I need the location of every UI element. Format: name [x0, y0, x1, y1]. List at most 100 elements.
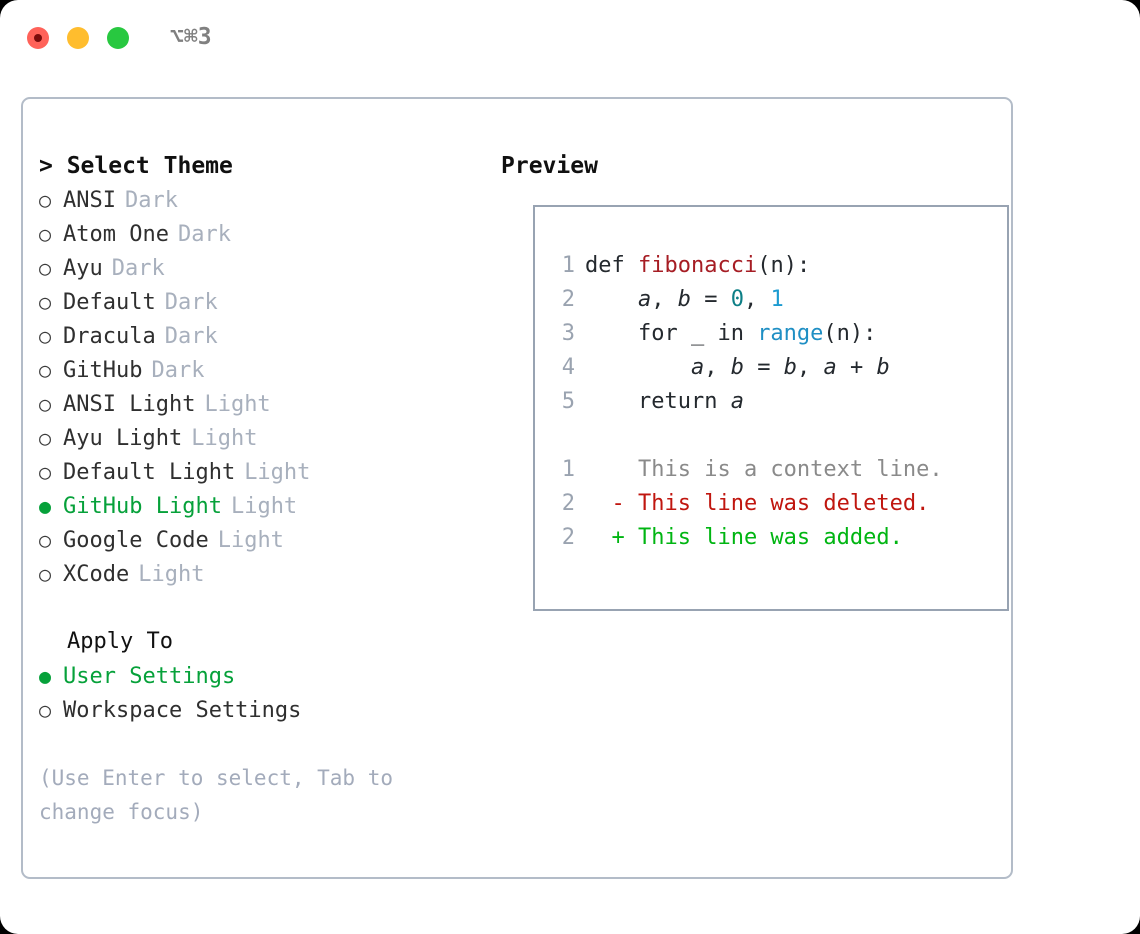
- theme-variant: Light: [230, 494, 298, 519]
- diff-text: This is a context line.: [585, 457, 943, 482]
- line-number: 2: [561, 287, 575, 312]
- radio-selected-icon: ●: [39, 494, 52, 518]
- code-line: 5 return a: [535, 385, 1007, 419]
- apply-to-heading: Apply To: [67, 629, 173, 654]
- theme-variant: Dark: [164, 324, 218, 349]
- line-number: 4: [561, 355, 575, 380]
- theme-variant: Dark: [177, 222, 231, 247]
- theme-variant: Light: [217, 528, 284, 553]
- code-token: [585, 287, 638, 312]
- code-token: b: [876, 355, 890, 380]
- code-token: ,: [704, 355, 731, 380]
- select-theme-heading: > Select Theme: [39, 153, 233, 179]
- code-token: 1: [770, 287, 784, 312]
- theme-option-dracula[interactable]: ○ Dracula Dark: [39, 319, 479, 353]
- code-token: =: [690, 287, 731, 312]
- code-token: [585, 355, 691, 380]
- window-controls: [27, 27, 129, 49]
- code-token: def: [585, 253, 638, 278]
- code-token: b: [730, 355, 744, 380]
- theme-variant: Dark: [151, 358, 205, 383]
- code-token: a: [637, 287, 652, 312]
- theme-name: Dracula: [63, 324, 156, 349]
- keyboard-hint: (Use Enter to select, Tab to change focu…: [39, 766, 394, 824]
- code-token: for _ in: [585, 321, 758, 346]
- theme-option-xcode[interactable]: ○ XCode Light: [39, 557, 479, 591]
- theme-name: ANSI: [63, 188, 116, 213]
- radio-unselected-icon: ○: [39, 392, 52, 416]
- code-text: def fibonacci(n):: [585, 249, 810, 283]
- theme-option-github-light[interactable]: ● GitHub Light Light: [39, 489, 479, 523]
- window-title-shortcut: ⌥⌘3: [170, 24, 212, 50]
- apply-to-section: Apply To ● User Settings ○Workspace Settin…: [39, 625, 479, 727]
- apply-to-label: User Settings: [63, 664, 236, 689]
- diff-line: 2 - This line was deleted.: [535, 487, 1007, 521]
- theme-name: Ayu: [63, 256, 103, 281]
- apply-to-option-user-settings[interactable]: ● User Settings: [39, 659, 479, 693]
- theme-option-ayu-light[interactable]: ○ Ayu Light Light: [39, 421, 479, 455]
- radio-unselected-icon: ○: [39, 188, 52, 212]
- radio-unselected-icon: ○: [39, 426, 52, 450]
- theme-variant: Light: [244, 460, 311, 485]
- radio-unselected-icon: ○: [39, 562, 52, 586]
- maximize-button-icon[interactable]: [107, 27, 129, 49]
- radio-unselected-icon: ○: [39, 528, 52, 552]
- code-token: ,: [796, 355, 824, 380]
- code-token: (n):: [757, 253, 811, 278]
- theme-option-github[interactable]: ○ GitHub Dark: [39, 353, 479, 387]
- diff-sample: 1 This is a context line.2 - This line w…: [535, 453, 1007, 555]
- theme-variant: Dark: [164, 290, 218, 315]
- theme-option-google-code[interactable]: ○ Google Code Light: [39, 523, 479, 557]
- close-button-icon[interactable]: [27, 27, 49, 49]
- radio-unselected-icon: ○: [39, 290, 52, 314]
- code-token: a: [823, 355, 837, 380]
- code-token: ,: [743, 287, 771, 312]
- radio-unselected-icon: ○: [39, 324, 52, 348]
- code-line: 4 a, b = b, a + b: [535, 351, 1007, 385]
- line-number: 5: [561, 389, 575, 414]
- radio-unselected-icon: ○: [39, 698, 52, 722]
- title-bar: ⌥⌘3: [0, 0, 1140, 78]
- code-text: for _ in range(n):: [585, 317, 876, 351]
- code-token: +: [836, 355, 877, 380]
- code-token: 0: [730, 287, 744, 312]
- theme-name: GitHub: [63, 358, 143, 383]
- line-number: 3: [561, 321, 575, 346]
- theme-name: Atom One: [63, 222, 169, 247]
- line-number: 1: [561, 457, 575, 482]
- close-dot-icon: [34, 34, 42, 42]
- code-preview-box: 1 def fibonacci(n): 2 a, b = 0, 1 3 for _ i…: [533, 205, 1009, 611]
- minimize-button-icon[interactable]: [67, 27, 89, 49]
- theme-option-default[interactable]: ○ Default Dark: [39, 285, 479, 319]
- theme-name: Default: [63, 290, 156, 315]
- code-token: ,: [651, 287, 678, 312]
- apply-to-option-workspace-settings[interactable]: ○Workspace Settings: [39, 693, 479, 727]
- apply-to-list: ● User Settings ○Workspace Settings: [39, 659, 479, 727]
- theme-name: ANSI Light: [63, 392, 196, 417]
- code-token: range: [757, 321, 824, 346]
- code-token: b: [783, 355, 797, 380]
- theme-name: Ayu Light: [63, 426, 183, 451]
- diff-line: 1 This is a context line.: [535, 453, 1007, 487]
- theme-name: Google Code: [63, 528, 209, 553]
- diff-text: - This line was deleted.: [585, 491, 930, 516]
- theme-variant: Light: [191, 426, 258, 451]
- line-number: 2: [561, 491, 575, 516]
- theme-name: XCode: [63, 562, 130, 587]
- radio-selected-icon: ●: [39, 664, 52, 688]
- theme-variant: Light: [138, 562, 205, 587]
- code-token: return: [585, 389, 731, 414]
- code-text: a, b = b, a + b: [585, 351, 890, 385]
- radio-unselected-icon: ○: [39, 358, 52, 382]
- theme-name: GitHub Light: [63, 494, 222, 519]
- code-token: b: [677, 287, 691, 312]
- code-line: 3 for _ in range(n):: [535, 317, 1007, 351]
- radio-unselected-icon: ○: [39, 256, 52, 280]
